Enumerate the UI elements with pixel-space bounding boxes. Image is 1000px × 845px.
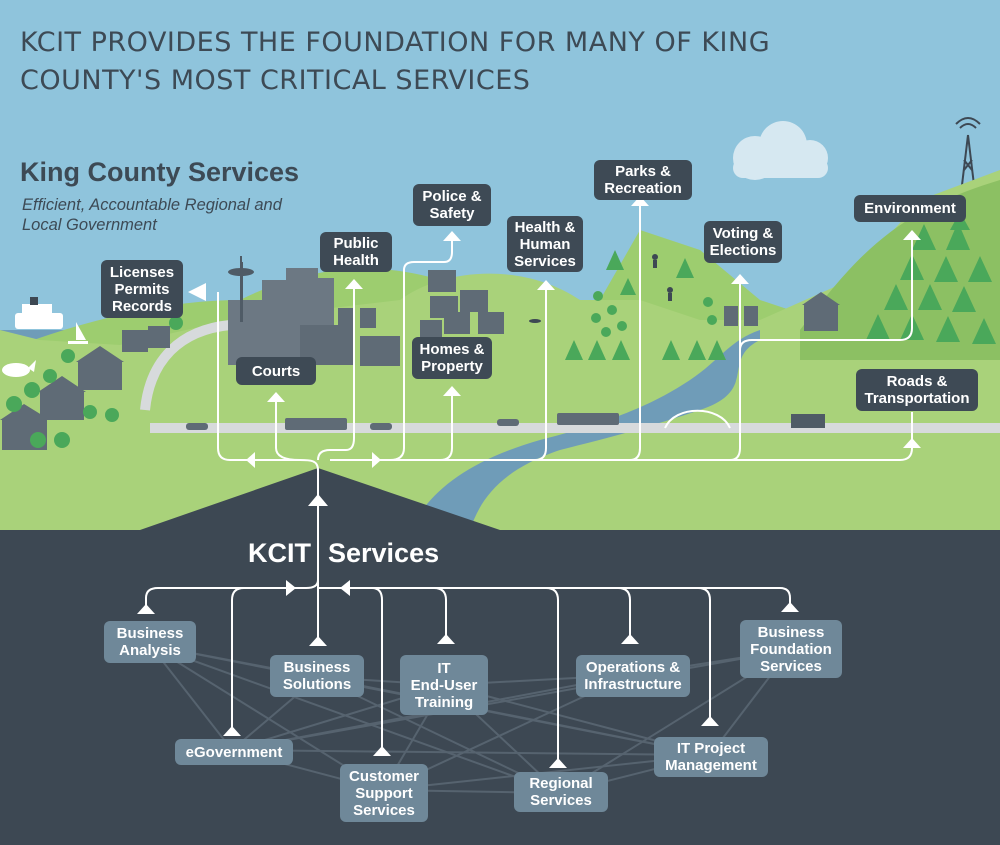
voting-houses [724, 306, 758, 326]
neighborhood [0, 326, 170, 450]
king-county-subheading: Efficient, Accountable Regional and Loca… [22, 196, 282, 234]
barn-icon [802, 292, 840, 331]
ferry-icon [15, 297, 63, 329]
egovernment-label: eGovernment [175, 739, 293, 765]
health-human-services-label: Health & Human Services [507, 216, 583, 272]
sailboat-icon [68, 322, 88, 344]
main-land [0, 170, 1000, 540]
radio-tower-icon [955, 117, 981, 186]
fish-icon [529, 319, 541, 323]
space-needle-icon [228, 256, 254, 322]
licenses-permits-records-label: Licenses Permits Records [101, 260, 183, 318]
park-trees [565, 250, 726, 360]
kcit-arrows [137, 580, 799, 768]
hill-houses [420, 270, 504, 340]
kcit-connectors [145, 505, 791, 762]
courts-label: Courts [236, 357, 316, 385]
bus-icon [285, 418, 347, 430]
hiker-icon [652, 254, 673, 301]
public-health-label: Public Health [320, 232, 392, 272]
it-project-management-label: IT Project Management [654, 737, 768, 777]
connector-arrows [188, 196, 921, 506]
road [140, 320, 231, 411]
kcit-services-heading: Services [328, 538, 440, 568]
parks-recreation-label: Parks & Recreation [594, 160, 692, 200]
kcit-heading: KCIT [248, 538, 311, 568]
business-analysis-label: Business Analysis [104, 621, 196, 663]
business-solutions-label: Business Solutions [270, 655, 364, 697]
regional-services-label: Regional Services [514, 772, 608, 812]
voting-elections-label: Voting & Elections [704, 221, 782, 263]
police-safety-label: Police & Safety [413, 184, 491, 226]
forest-trees [866, 212, 996, 344]
business-foundation-services-label: Business Foundation Services [740, 620, 842, 678]
cloud-icon [733, 121, 828, 180]
car-icon [186, 423, 208, 430]
connector-lines [217, 200, 913, 505]
environment-label: Environment [854, 195, 966, 222]
car-icon [370, 423, 392, 430]
whale-icon [2, 360, 36, 377]
homes-property-label: Homes & Property [412, 337, 492, 379]
page-title: KCIT PROVIDES THE FOUNDATION FOR MANY OF… [20, 27, 771, 96]
customer-support-services-label: Customer Support Services [340, 764, 428, 822]
car-icon [497, 419, 519, 426]
roads-transportation-label: Roads & Transportation [856, 369, 978, 411]
it-end-user-training-label: IT End-User Training [400, 655, 488, 715]
king-county-heading: King County Services [20, 157, 300, 187]
bus-icon [557, 413, 619, 425]
operations-infrastructure-label: Operations & Infrastructure [576, 655, 690, 697]
bridge-icon [664, 409, 731, 429]
truck-icon [791, 414, 825, 428]
road-main [150, 423, 1000, 433]
forest-hill [800, 180, 1000, 360]
left-trees [6, 316, 183, 448]
